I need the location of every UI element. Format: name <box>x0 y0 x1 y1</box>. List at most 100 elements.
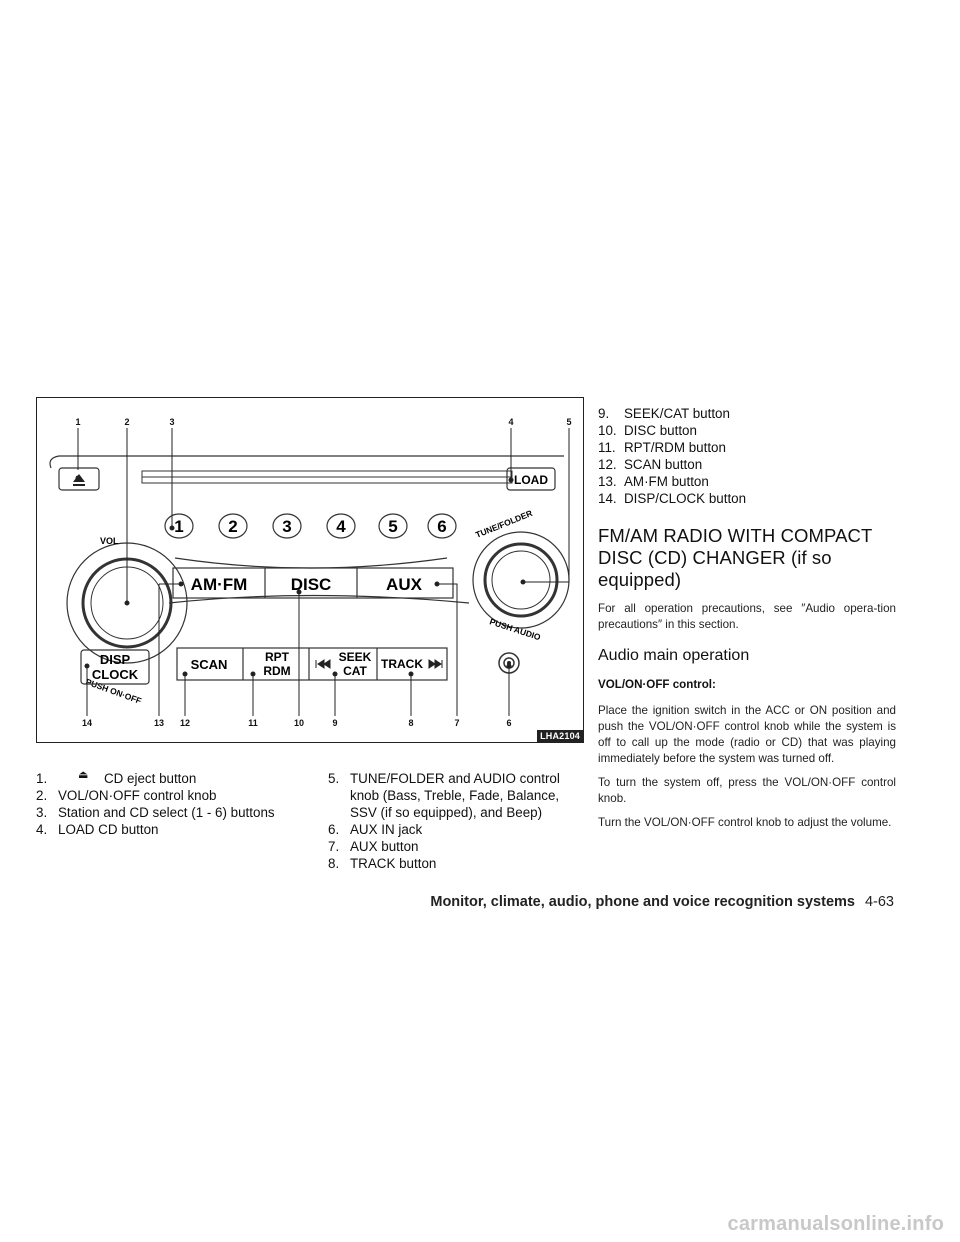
parts-list-left: 1. ⏏ CD eject button 2. VOL/ON·OFF contro… <box>36 769 326 838</box>
list-item: 7. AUX button <box>328 838 584 855</box>
eject-button-shape <box>58 467 100 491</box>
list-number: 5. <box>328 771 340 786</box>
callout-2: 2 <box>124 417 129 427</box>
vol-label: VOL <box>100 536 119 546</box>
callout-3: 3 <box>169 417 174 427</box>
preset-1-label: 1 <box>174 517 183 536</box>
list-item: 8. TRACK button <box>328 855 584 872</box>
list-text: SCAN button <box>624 457 703 472</box>
parts-list-middle: 5. TUNE/FOLDER and AUDIO control knob (Ba… <box>328 770 584 872</box>
body-paragraph: Place the ignition switch in the ACC or … <box>598 704 896 765</box>
preset-4-label: 4 <box>336 517 346 536</box>
list-text: DISP/CLOCK button <box>624 491 747 506</box>
callout-8: 8 <box>408 718 413 728</box>
track-forward-icon <box>428 659 443 669</box>
callout-6: 6 <box>506 718 511 728</box>
page-number: 4-63 <box>864 894 894 910</box>
list-number: 8. <box>328 856 340 871</box>
list-item: 3. Station and CD select (1 - 6) buttons <box>36 804 326 821</box>
list-item: 5. TUNE/FOLDER and AUDIO control knob (Ba… <box>328 770 584 821</box>
tune-knob: TUNE/FOLDER PUSH AUDIO <box>472 508 570 642</box>
load-label: LOAD <box>514 473 548 487</box>
list-text: LOAD CD button <box>58 822 159 837</box>
seek-label: SEEK <box>339 650 372 664</box>
list-number: 7. <box>328 839 340 854</box>
callout-5: 5 <box>566 417 571 427</box>
callout-12: 12 <box>180 718 190 728</box>
list-item: 6. AUX IN jack <box>328 821 584 838</box>
list-number: 10. <box>598 423 617 438</box>
load-button-shape <box>506 467 556 491</box>
list-item: 1. ⏏ CD eject button <box>36 769 326 787</box>
body-paragraph: To turn the system off, press the VOL/ON… <box>598 776 896 805</box>
audio-unit-figure: LOAD 1 2 3 4 5 6 VOL PUSH ON·OFF <box>36 397 584 743</box>
callout-10: 10 <box>294 718 304 728</box>
list-item: 2. VOL/ON·OFF control knob <box>36 787 326 804</box>
list-text: DISC button <box>624 423 697 438</box>
list-item: 4. LOAD CD button <box>36 821 326 838</box>
list-number: 3. <box>36 805 48 820</box>
section-heading: FM/AM RADIO WITH COMPACT DISC (CD) CHANG… <box>598 525 873 590</box>
clock-label: CLOCK <box>92 667 139 682</box>
eject-icon: ⏏ <box>78 769 89 781</box>
figure-id: LHA2104 <box>537 730 583 742</box>
preset-2-label: 2 <box>228 517 237 536</box>
rdm-label: RDM <box>263 664 290 678</box>
preset-buttons: 1 2 3 4 5 6 <box>164 513 457 539</box>
list-item: 10. DISC button <box>598 422 896 439</box>
list-item: 12. SCAN button <box>598 456 896 473</box>
list-text: VOL/ON·OFF control knob <box>58 788 217 803</box>
preset-6-label: 6 <box>437 517 446 536</box>
list-number: 4. <box>36 822 48 837</box>
track-label: TRACK <box>381 657 423 671</box>
scan-label: SCAN <box>191 657 228 672</box>
list-item: 9. SEEK/CAT button <box>598 405 896 422</box>
seek-back-icon <box>315 659 331 669</box>
list-text: CD eject button <box>104 771 197 786</box>
parts-list-right: 9. SEEK/CAT button 10. DISC button 11. RPT/… <box>598 405 896 507</box>
page-footer: Monitor, climate, audio, phone and voice… <box>0 894 894 910</box>
audio-unit-diagram: LOAD 1 2 3 4 5 6 VOL PUSH ON·OFF <box>49 417 572 728</box>
list-number: 2. <box>36 788 48 803</box>
amfm-label: AM·FM <box>191 575 248 594</box>
cat-label: CAT <box>343 664 367 678</box>
callout-14: 14 <box>82 718 92 728</box>
list-number: 1. <box>36 771 48 786</box>
callout-11: 11 <box>248 718 258 728</box>
watermark: carmanualsonline.info <box>727 1213 944 1235</box>
rpt-label: RPT <box>265 650 290 664</box>
list-number: 12. <box>598 457 617 472</box>
list-text: RPT/RDM button <box>624 440 726 455</box>
callout-1: 1 <box>75 417 80 427</box>
list-text: AUX button <box>350 839 419 854</box>
control-label: VOL/ON·OFF control: <box>598 678 716 691</box>
list-number: 6. <box>328 822 340 837</box>
callout-7: 7 <box>454 718 459 728</box>
callout-9: 9 <box>332 718 337 728</box>
list-item: 11. RPT/RDM button <box>598 439 896 456</box>
intro-paragraph: For all operation precautions, see ″Audi… <box>598 602 896 631</box>
list-text: TUNE/FOLDER and AUDIO control knob (Bass… <box>350 771 560 820</box>
list-number: 9. <box>598 406 610 421</box>
list-item: 14. DISP/CLOCK button <box>598 490 896 507</box>
disp-label: DISP <box>100 652 131 667</box>
aux-label: AUX <box>386 575 423 594</box>
list-number: 14. <box>598 491 617 506</box>
preset-3-label: 3 <box>282 517 291 536</box>
list-text: TRACK button <box>350 856 437 871</box>
disc-label: DISC <box>291 575 332 594</box>
list-text: AM·FM button <box>624 474 709 489</box>
right-column: 9. SEEK/CAT button 10. DISC button 11. RPT/… <box>598 405 896 839</box>
list-number: 13. <box>598 474 617 489</box>
callout-13: 13 <box>154 718 164 728</box>
list-text: SEEK/CAT button <box>624 406 730 421</box>
list-text: AUX IN jack <box>350 822 423 837</box>
footer-title: Monitor, climate, audio, phone and voice… <box>430 894 855 910</box>
callout-4: 4 <box>508 417 513 427</box>
list-number: 11. <box>598 440 616 455</box>
list-item: 13. AM·FM button <box>598 473 896 490</box>
preset-5-label: 5 <box>388 517 397 536</box>
subheading: Audio main operation <box>598 647 750 664</box>
body-paragraph: Turn the VOL/ON·OFF control knob to adju… <box>598 816 892 829</box>
list-text: Station and CD select (1 - 6) buttons <box>58 805 275 820</box>
